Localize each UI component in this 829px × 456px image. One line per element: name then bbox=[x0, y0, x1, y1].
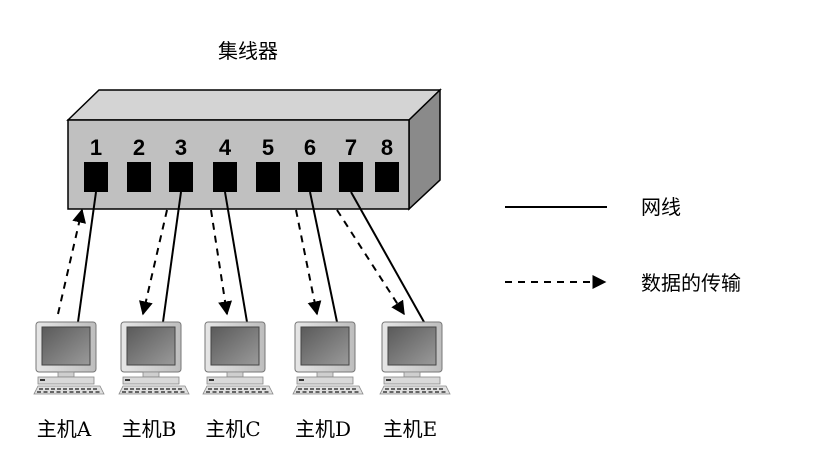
hub-port-number: 3 bbox=[175, 135, 187, 160]
legend-transfer-label: 数据的传输 bbox=[641, 271, 741, 295]
computer-icon bbox=[118, 321, 190, 395]
cable-line bbox=[77, 191, 97, 323]
cable-line bbox=[224, 191, 248, 323]
computer-icon bbox=[202, 321, 274, 395]
legend: 网线 数据的传输 bbox=[505, 195, 741, 295]
data-transfer-arrow bbox=[57, 208, 86, 315]
host-label: 主机D bbox=[295, 417, 351, 441]
data-transfer-arrow bbox=[295, 209, 322, 316]
hub-port-6 bbox=[298, 162, 322, 192]
legend-cable-label: 网线 bbox=[641, 195, 681, 219]
computer-icon bbox=[33, 321, 105, 395]
host-label: 主机E bbox=[383, 417, 438, 441]
hub-port-5 bbox=[256, 162, 280, 192]
data-transfer-arrow bbox=[210, 209, 233, 316]
diagram-title: 集线器 bbox=[218, 39, 278, 63]
hub-port-1 bbox=[84, 162, 108, 192]
hub-port-3 bbox=[169, 162, 193, 192]
host-label: 主机C bbox=[205, 417, 260, 441]
hub-port-8 bbox=[375, 162, 399, 192]
cable-line bbox=[162, 191, 182, 323]
hub-port-number: 2 bbox=[133, 135, 145, 160]
hub-port-number: 4 bbox=[219, 135, 232, 160]
computer-icon bbox=[292, 321, 364, 395]
data-transfer-arrow bbox=[139, 209, 168, 316]
hub-port-7 bbox=[339, 162, 363, 192]
host-label: 主机A bbox=[37, 417, 92, 441]
hub-port-number: 8 bbox=[381, 135, 393, 160]
cable-line bbox=[309, 191, 338, 323]
computer-icon bbox=[379, 321, 451, 395]
hub-port-number: 1 bbox=[90, 135, 102, 160]
hub-port-number: 6 bbox=[304, 135, 316, 160]
host-label: 主机B bbox=[122, 417, 177, 441]
hub-port-number: 5 bbox=[262, 135, 274, 160]
hub-port-number: 7 bbox=[345, 135, 357, 160]
cable-line bbox=[350, 191, 425, 323]
hub-port-2 bbox=[127, 162, 151, 192]
hub-top-face bbox=[66, 89, 442, 121]
hub-port-4 bbox=[213, 162, 237, 192]
